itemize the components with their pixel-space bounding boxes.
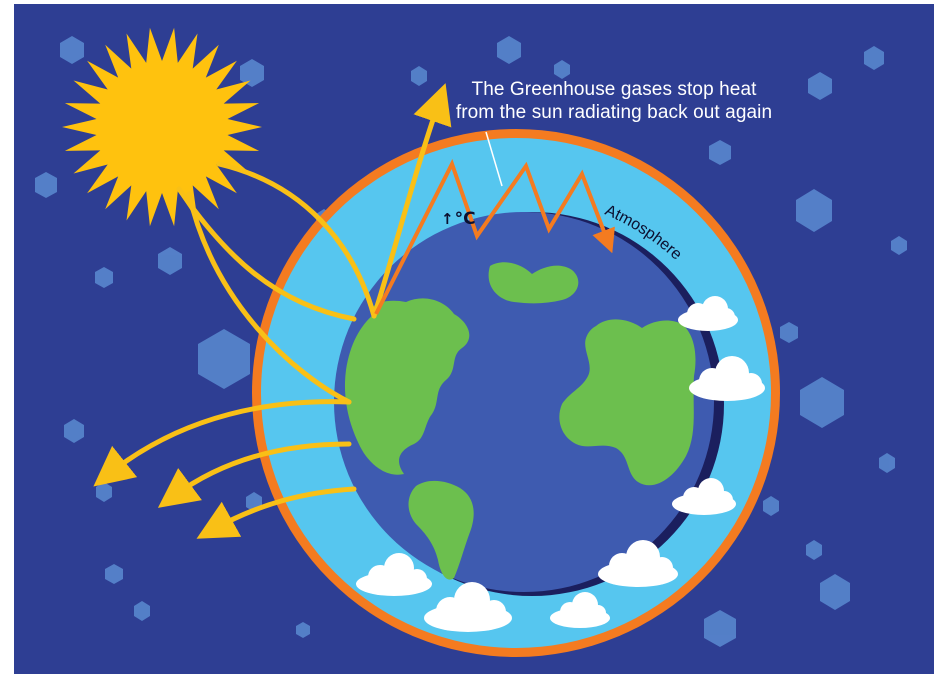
cloud-icon: [672, 478, 736, 515]
hexagon-particle-icon: [796, 189, 832, 232]
land-greenland: [488, 262, 579, 304]
hexagon-particle-icon: [296, 622, 310, 638]
cloud-icon: [598, 540, 678, 587]
cloud-icon: [424, 582, 512, 632]
hexagon-particle-icon: [96, 482, 112, 502]
caption-line-2: from the sun radiating back out again: [455, 102, 773, 123]
land-americas-south: [408, 480, 474, 580]
hexagon-particle-icon: [158, 247, 182, 275]
hexagon-particle-icon: [95, 267, 113, 288]
cloud-icon: [689, 356, 765, 401]
hexagon-particle-icon: [497, 36, 521, 64]
hexagon-particle-icon: [864, 46, 884, 70]
hexagon-particle-icon: [808, 72, 832, 100]
sunlight-arrows: [93, 83, 452, 539]
hexagon-particle-icon: [806, 540, 822, 560]
trapped-heat-arrow: [374, 158, 615, 315]
hexagon-particle-icon: [60, 36, 84, 64]
hexagon-particle-icon: [704, 610, 736, 647]
reflected-ray-left: [157, 441, 352, 508]
temperature-indicator: ↑°C: [441, 209, 476, 229]
hexagon-particle-icon: [820, 574, 850, 610]
reflected-ray-left: [196, 486, 357, 539]
temperature-up-arrow-icon: ↑: [441, 210, 454, 228]
hexagon-particle-icon: [891, 236, 907, 255]
hexagon-particle-icon: [554, 60, 570, 79]
caption-leader-line: [485, 131, 503, 187]
hexagon-particle-icon: [134, 601, 150, 621]
earth-icon: Atmosphere: [252, 129, 780, 657]
continents: [344, 262, 696, 580]
sunlight-ray: [186, 191, 352, 405]
greenhouse-diagram: Atmosphere The Greenhouse gases stop hea…: [14, 4, 934, 674]
caption-line-1: The Greenhouse gases stop heat: [471, 79, 757, 100]
hexagon-particle-icon: [800, 377, 844, 428]
temperature-unit: °C: [454, 209, 476, 229]
sunlight-ray: [216, 161, 377, 319]
hexagon-particle-icon: [198, 329, 250, 389]
hexagon-particle-icon: [709, 140, 731, 165]
sun-icon: [62, 27, 262, 227]
hexagon-particle-icon: [105, 564, 123, 584]
hexagon-particles: [35, 36, 907, 647]
cloud-icon: [356, 553, 432, 596]
cloud-icon: [678, 296, 738, 331]
hexagon-particle-icon: [240, 59, 264, 87]
land-eurasia: [559, 319, 696, 486]
hexagon-particle-icon: [780, 322, 798, 343]
hexagon-particle-icon: [879, 453, 895, 473]
clouds: [356, 296, 765, 632]
reflected-ray-left: [93, 399, 352, 487]
cloud-icon: [550, 592, 610, 628]
hexagon-particle-icon: [64, 419, 84, 443]
hexagon-particle-icon: [763, 496, 779, 516]
land-americas-north: [344, 298, 470, 475]
hexagon-particle-icon: [411, 66, 427, 86]
hexagon-particle-icon: [35, 172, 57, 198]
reflected-ray-up: [371, 83, 452, 319]
caption: The Greenhouse gases stop heat from the …: [434, 78, 794, 124]
diagram-canvas: Atmosphere: [35, 27, 907, 657]
